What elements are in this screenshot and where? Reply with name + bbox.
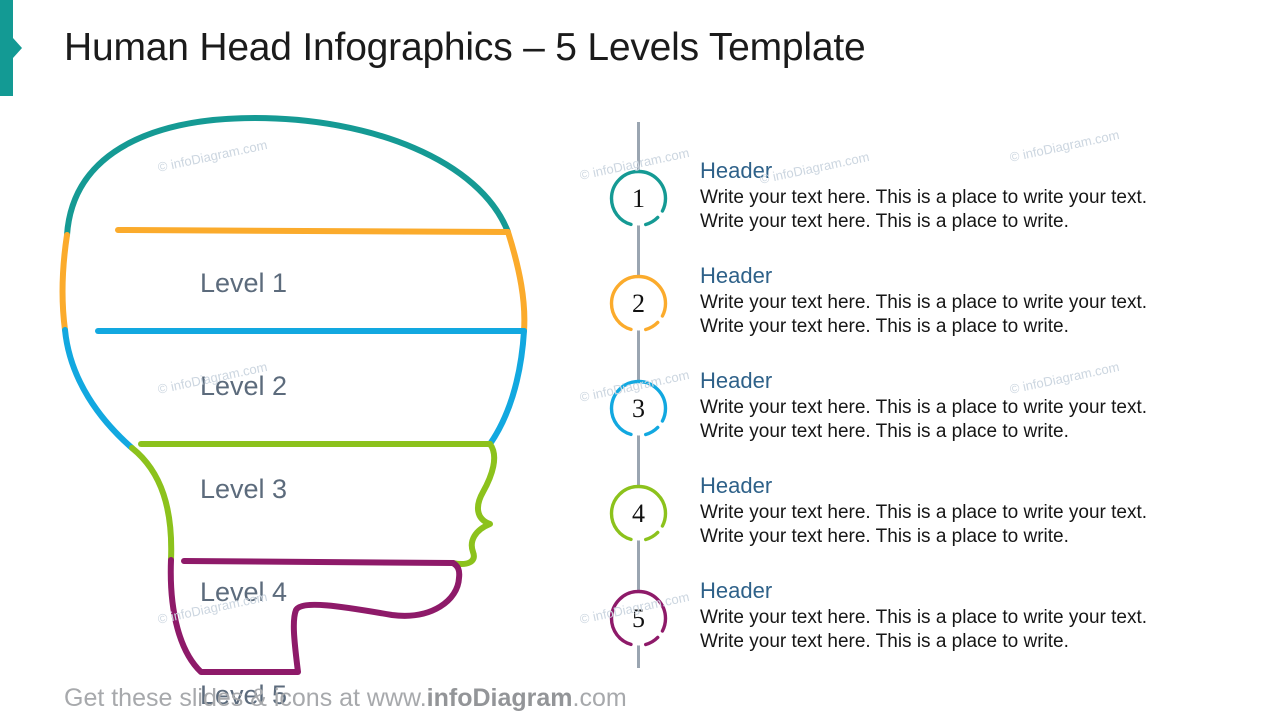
list-item: 3 Header Write your text here. This is a…	[600, 360, 1220, 465]
head-segment-level-4-right-profile	[450, 441, 498, 567]
divider-level-1-2	[115, 227, 511, 235]
footer-brand: infoDiagram	[426, 684, 573, 712]
list-item: 2 Header Write your text here. This is a…	[600, 255, 1220, 360]
list-item-body-line-2: Write your text here. This is a place to…	[700, 631, 1069, 653]
head-segment-level-5	[167, 557, 463, 675]
circle-ring-icon	[609, 379, 668, 438]
list-item-text: Header Write your text here. This is a p…	[700, 158, 1200, 234]
list-item-body-line-1: Write your text here. This is a place to…	[700, 186, 1148, 208]
step-number: 1	[632, 184, 645, 213]
head-level-label-2: Level 2	[200, 371, 288, 401]
head-level-label-3: Level 3	[200, 474, 288, 504]
list-item-text: Header Write your text here. This is a p…	[700, 368, 1200, 444]
chevron-right-accent-icon	[0, 0, 22, 96]
list-item: 4 Header Write your text here. This is a…	[600, 465, 1220, 570]
page-title: Human Head Infographics – 5 Levels Templ…	[64, 26, 866, 69]
divider-level-4-5	[181, 558, 456, 566]
list-item-text: Header Write your text here. This is a p…	[700, 473, 1200, 549]
list-item: 1 Header Write your text here. This is a…	[600, 150, 1220, 255]
list-item: 5 Header Write your text here. This is a…	[600, 570, 1220, 675]
step-badge-1[interactable]: 1	[608, 168, 669, 229]
list-item-header: Header	[700, 473, 773, 498]
list-item-body-line-2: Write your text here. This is a place to…	[700, 421, 1069, 443]
list-item-header: Header	[700, 578, 773, 603]
list-item-header: Header	[700, 263, 773, 288]
footer-promo: Get these slides & icons at www.infoDiag…	[64, 684, 627, 713]
list-item-body-line-2: Write your text here. This is a place to…	[700, 316, 1069, 338]
list-item-body-line-1: Write your text here. This is a place to…	[700, 606, 1148, 628]
list-item-body-line-1: Write your text here. This is a place to…	[700, 396, 1148, 418]
head-level-label-4: Level 4	[200, 577, 288, 607]
slide-accent-bar	[0, 0, 22, 96]
step-badge-4[interactable]: 4	[608, 483, 669, 544]
head-segment-level-3-right	[487, 328, 527, 447]
list-item-text: Header Write your text here. This is a p…	[700, 578, 1200, 654]
head-level-label-5: Level 5	[200, 680, 288, 710]
step-badge-5[interactable]: 5	[608, 588, 669, 649]
head-segment-level-3-left	[62, 327, 135, 451]
human-head-diagram: Level 1 Level 2 Level 3 Level 4 Level 5	[40, 100, 600, 710]
head-segment-level-4-left	[129, 445, 175, 563]
circle-ring-icon	[609, 484, 668, 543]
head-level-label-1: Level 1	[200, 268, 288, 298]
head-segment-level-2-right	[505, 229, 528, 334]
step-number: 5	[632, 604, 645, 633]
footer-suffix: .com	[572, 684, 627, 712]
step-number: 4	[632, 499, 645, 528]
circle-ring-icon	[609, 589, 668, 648]
step-badge-2[interactable]: 2	[608, 273, 669, 334]
head-outline-svg	[59, 115, 528, 675]
levels-list: 1 Header Write your text here. This is a…	[600, 110, 1240, 680]
list-item-header: Header	[700, 368, 773, 393]
list-item-header: Header	[700, 158, 773, 183]
circle-ring-icon	[609, 169, 668, 228]
list-item-body-line-2: Write your text here. This is a place to…	[700, 526, 1069, 548]
head-segment-level-2-left	[59, 232, 70, 333]
step-number: 3	[632, 394, 645, 423]
head-segment-level-1	[64, 115, 511, 238]
list-item-body-line-2: Write your text here. This is a place to…	[700, 211, 1069, 233]
step-number: 2	[632, 289, 645, 318]
circle-ring-icon	[609, 274, 668, 333]
list-item-body-line-1: Write your text here. This is a place to…	[700, 501, 1148, 523]
step-badge-3[interactable]: 3	[608, 378, 669, 439]
list-item-body-line-1: Write your text here. This is a place to…	[700, 291, 1148, 313]
list-item-text: Header Write your text here. This is a p…	[700, 263, 1200, 339]
footer-prefix: Get these slides & icons at www.	[64, 684, 427, 712]
